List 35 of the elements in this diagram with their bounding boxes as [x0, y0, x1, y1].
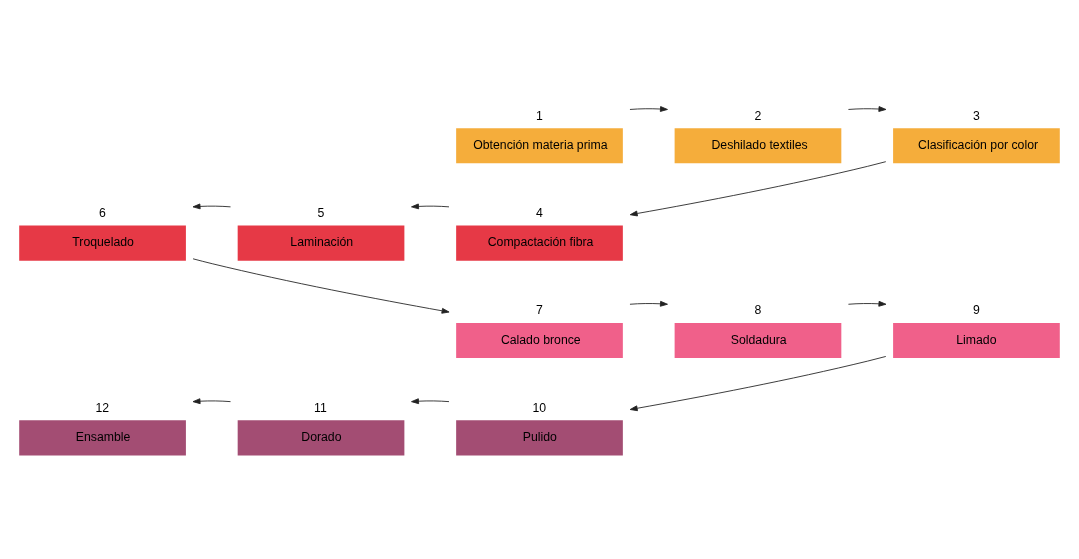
node-label: 6 — [99, 205, 106, 220]
node-box: Soldadura — [674, 322, 842, 359]
node-label: 1 — [535, 108, 543, 123]
arrow — [629, 300, 668, 307]
node-box: Calado bronce — [456, 322, 623, 359]
node-label: 8 — [754, 303, 762, 318]
node-label: 11 — [314, 400, 327, 415]
arrow — [192, 258, 450, 314]
node-label: 7 — [535, 303, 543, 318]
node-label: 3 — [972, 108, 980, 123]
arrow — [411, 203, 450, 210]
node-box: Pulido — [456, 420, 623, 456]
node-label: 4 — [535, 205, 543, 220]
node-label: 12 — [95, 400, 110, 415]
arrow — [629, 161, 887, 217]
arrow — [848, 106, 887, 112]
node-label: 5 — [317, 205, 325, 220]
arrow — [192, 398, 231, 405]
node-box: Limado — [893, 322, 1060, 359]
node-label: 9 — [972, 303, 980, 318]
node-box: Clasificación por color — [893, 128, 1060, 164]
node-box: Troquelado — [19, 225, 186, 261]
node-box: Dorado — [237, 420, 405, 456]
arrow — [629, 356, 887, 412]
node-label: 10 — [532, 400, 547, 415]
node-label: 2 — [754, 108, 762, 123]
node-box: Laminación — [237, 225, 405, 261]
arrow — [411, 398, 450, 405]
arrow — [192, 203, 231, 210]
node-box: Deshilado textiles — [674, 128, 842, 164]
node-box: Ensamble — [19, 420, 186, 456]
node-box: Compactación fibra — [456, 225, 623, 261]
arrow — [629, 106, 668, 112]
arrow — [848, 300, 887, 307]
node-box: Obtención materia prima — [456, 128, 623, 164]
